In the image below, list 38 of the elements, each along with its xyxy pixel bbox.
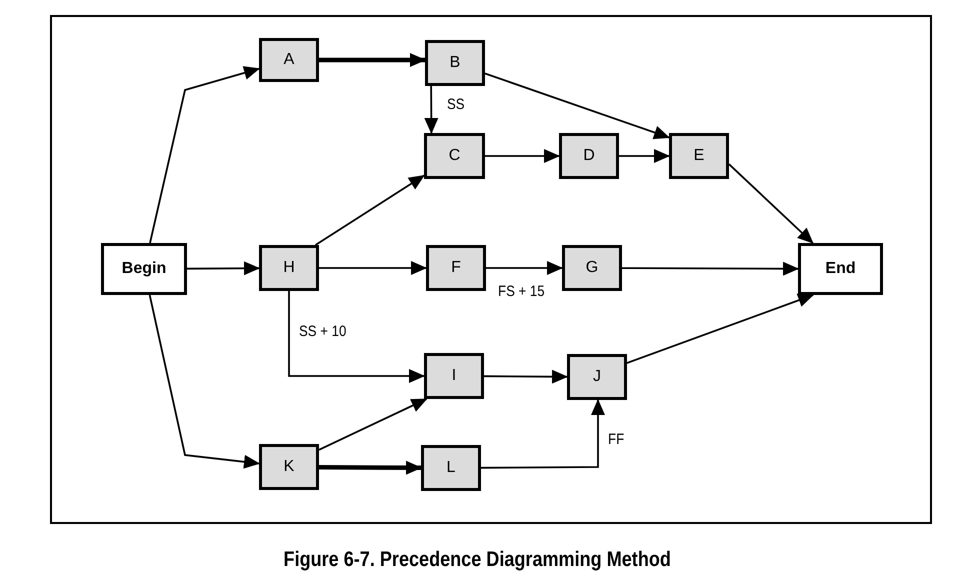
arrow bbox=[319, 261, 427, 275]
activity-box: D bbox=[559, 133, 619, 179]
arrow bbox=[148, 294, 260, 469]
activity-box: G bbox=[562, 245, 622, 291]
activity-box: J bbox=[567, 354, 627, 400]
arrow bbox=[318, 460, 422, 475]
activity-box: B bbox=[425, 40, 485, 86]
arrow bbox=[187, 261, 260, 276]
arrow bbox=[318, 398, 428, 451]
edge-label: SS bbox=[447, 96, 465, 113]
arrow bbox=[619, 149, 670, 163]
activity-box: F bbox=[426, 245, 486, 291]
activity-box: E bbox=[669, 133, 729, 179]
activity-box: K bbox=[259, 444, 319, 490]
activity-box: L bbox=[421, 445, 481, 491]
arrow bbox=[484, 370, 568, 384]
arrow bbox=[481, 399, 605, 469]
activity-box: A bbox=[259, 38, 319, 82]
arrow bbox=[424, 86, 438, 134]
arrow bbox=[622, 262, 799, 276]
figure-caption: Figure 6-7. Precedence Diagramming Method bbox=[284, 548, 672, 572]
arrow bbox=[149, 66, 260, 244]
edge-label: SS + 10 bbox=[299, 323, 346, 340]
activity-box: H bbox=[259, 245, 319, 291]
arrow bbox=[315, 174, 425, 246]
terminal-box: Begin bbox=[101, 243, 187, 295]
arrow bbox=[288, 291, 425, 383]
activity-box: I bbox=[424, 353, 484, 399]
edge-label: FF bbox=[608, 431, 624, 448]
arrow bbox=[728, 164, 814, 244]
arrow bbox=[485, 149, 560, 163]
arrow bbox=[484, 72, 670, 140]
activity-box: C bbox=[424, 133, 485, 179]
edge-label: FS + 15 bbox=[498, 283, 545, 300]
arrow bbox=[626, 294, 814, 364]
arrow bbox=[319, 53, 426, 67]
arrow bbox=[486, 261, 563, 275]
terminal-box: End bbox=[798, 243, 883, 295]
